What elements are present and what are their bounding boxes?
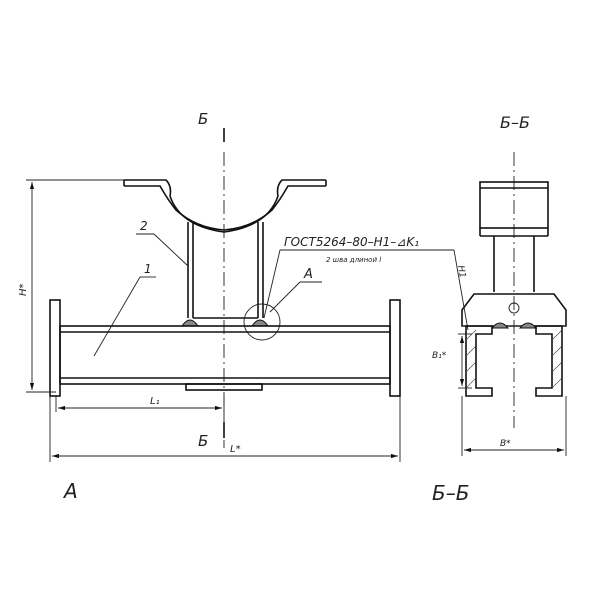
saddle-outer bbox=[124, 179, 326, 233]
section-channel-left bbox=[465, 325, 493, 397]
section-title-top: Б–Б bbox=[500, 113, 530, 132]
flange-left bbox=[49, 299, 61, 397]
section-label-bottom: Б bbox=[198, 432, 208, 450]
section-view: Б–Б Н1 bbox=[432, 113, 567, 505]
saddle-inner bbox=[124, 185, 326, 231]
detail-circle bbox=[243, 303, 281, 341]
base-pad bbox=[185, 383, 263, 391]
weld-note: 2 шва длиной l bbox=[326, 256, 381, 264]
section-weld-right bbox=[518, 322, 538, 329]
section-hatching bbox=[465, 329, 563, 389]
main-view: Б Б H* L₁ L* 2 1 А ГОСТ5264–80–Н1–⊿K bbox=[18, 110, 469, 503]
pipe-body bbox=[59, 325, 391, 385]
dim-width-label: B* bbox=[500, 439, 511, 449]
section-label-top: Б bbox=[198, 110, 208, 128]
bolt-hole bbox=[508, 302, 520, 314]
view-letter-main: А bbox=[62, 479, 78, 503]
weld-left bbox=[181, 319, 199, 327]
detail-callout-label: А bbox=[303, 267, 313, 282]
weld-right bbox=[251, 319, 269, 327]
dim-offset-label: L₁ bbox=[150, 396, 160, 407]
weld-symbol: ГОСТ5264–80–Н1–⊿K₁ bbox=[284, 235, 419, 249]
part-1-label: 1 bbox=[144, 262, 152, 276]
dim-inner-width-label: B₁* bbox=[432, 351, 447, 361]
dim-length-label: L* bbox=[230, 444, 241, 455]
section-upper-block bbox=[479, 181, 549, 229]
section-weld-left bbox=[490, 322, 510, 329]
section-channel-right bbox=[535, 325, 563, 397]
section-title-bottom: Б–Б bbox=[432, 481, 469, 505]
dim-height-label: H* bbox=[18, 283, 29, 296]
part-2-label: 2 bbox=[140, 219, 148, 233]
flange-right bbox=[389, 299, 401, 397]
weld-mark-side: Н1 bbox=[455, 265, 467, 279]
